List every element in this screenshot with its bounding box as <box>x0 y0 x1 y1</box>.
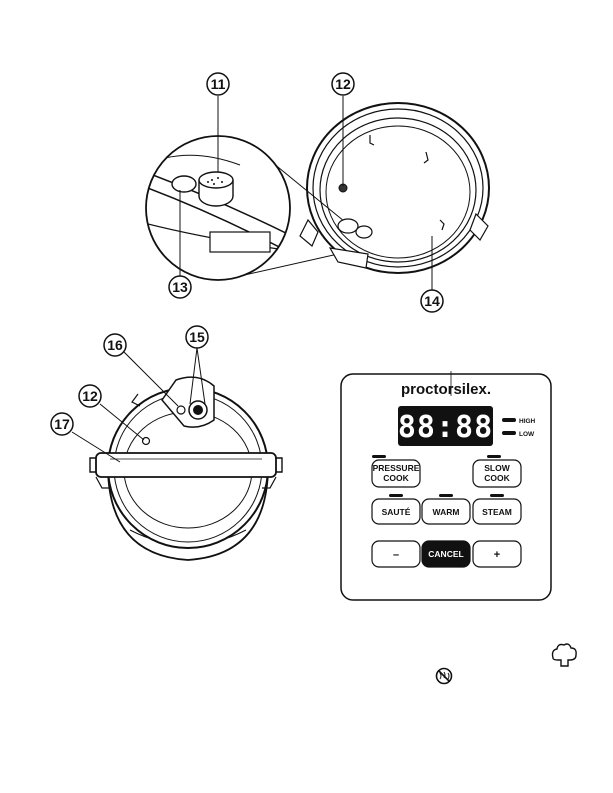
brand-mark: . <box>487 381 491 398</box>
svg-text:13: 13 <box>172 279 188 295</box>
callout-12-bottom: 12 <box>79 385 101 407</box>
display-digits: 88:88 <box>398 410 493 445</box>
cancel-button[interactable]: CANCEL <box>422 541 470 567</box>
callout-17: 17 <box>51 413 73 435</box>
slow-cook-button[interactable]: SLOW COOK <box>473 455 521 487</box>
valve-magnifier <box>140 136 300 280</box>
svg-text:PRESSURE: PRESSURE <box>373 463 420 473</box>
control-panel: proctorsilex. 88:88 HIGH LOW PRESSURE CO… <box>341 371 551 600</box>
lid-ring <box>300 103 489 273</box>
svg-text:COOK: COOK <box>383 473 409 483</box>
svg-text:SLOW: SLOW <box>484 463 510 473</box>
svg-text:COOK: COOK <box>484 473 510 483</box>
steam-button[interactable]: STEAM <box>473 494 521 524</box>
brand-logo: proctorsilex. <box>401 381 491 398</box>
svg-text:15: 15 <box>189 329 205 345</box>
svg-text:+: + <box>494 549 500 561</box>
callout-12-top: 12 <box>332 73 354 95</box>
warm-button[interactable]: WARM <box>422 494 470 524</box>
svg-text:–: – <box>393 549 399 561</box>
svg-text:CANCEL: CANCEL <box>428 549 463 559</box>
callout-16: 16 <box>104 334 126 356</box>
svg-text:12: 12 <box>335 76 351 92</box>
svg-text:STEAM: STEAM <box>482 507 512 517</box>
low-indicator-label: LOW <box>519 431 535 438</box>
svg-text:14: 14 <box>424 293 440 309</box>
svg-text:11: 11 <box>211 76 226 92</box>
svg-text:SAUTÉ: SAUTÉ <box>382 507 411 517</box>
lid-top-figure: 15 16 12 17 <box>51 326 282 560</box>
callout-15: 15 <box>186 326 208 348</box>
svg-text:16: 16 <box>107 337 123 353</box>
svg-text:12: 12 <box>82 388 98 404</box>
svg-text:17: 17 <box>54 416 70 432</box>
callout-13: 13 <box>169 276 191 298</box>
no-steam-icon <box>437 669 452 684</box>
steam-cloud-icon <box>553 644 577 666</box>
high-indicator-light <box>502 418 516 422</box>
low-indicator-light <box>502 431 516 435</box>
minus-button[interactable]: – <box>372 541 420 567</box>
plus-button[interactable]: + <box>473 541 521 567</box>
callout-14: 14 <box>421 290 443 312</box>
saute-button[interactable]: SAUTÉ <box>372 494 420 524</box>
pressure-cook-button[interactable]: PRESSURE COOK <box>372 455 420 487</box>
svg-text:WARM: WARM <box>433 507 460 517</box>
lid-underside-figure: 11 12 13 14 <box>140 73 489 312</box>
high-indicator-label: HIGH <box>519 418 536 425</box>
callout-11: 11 <box>207 73 229 95</box>
